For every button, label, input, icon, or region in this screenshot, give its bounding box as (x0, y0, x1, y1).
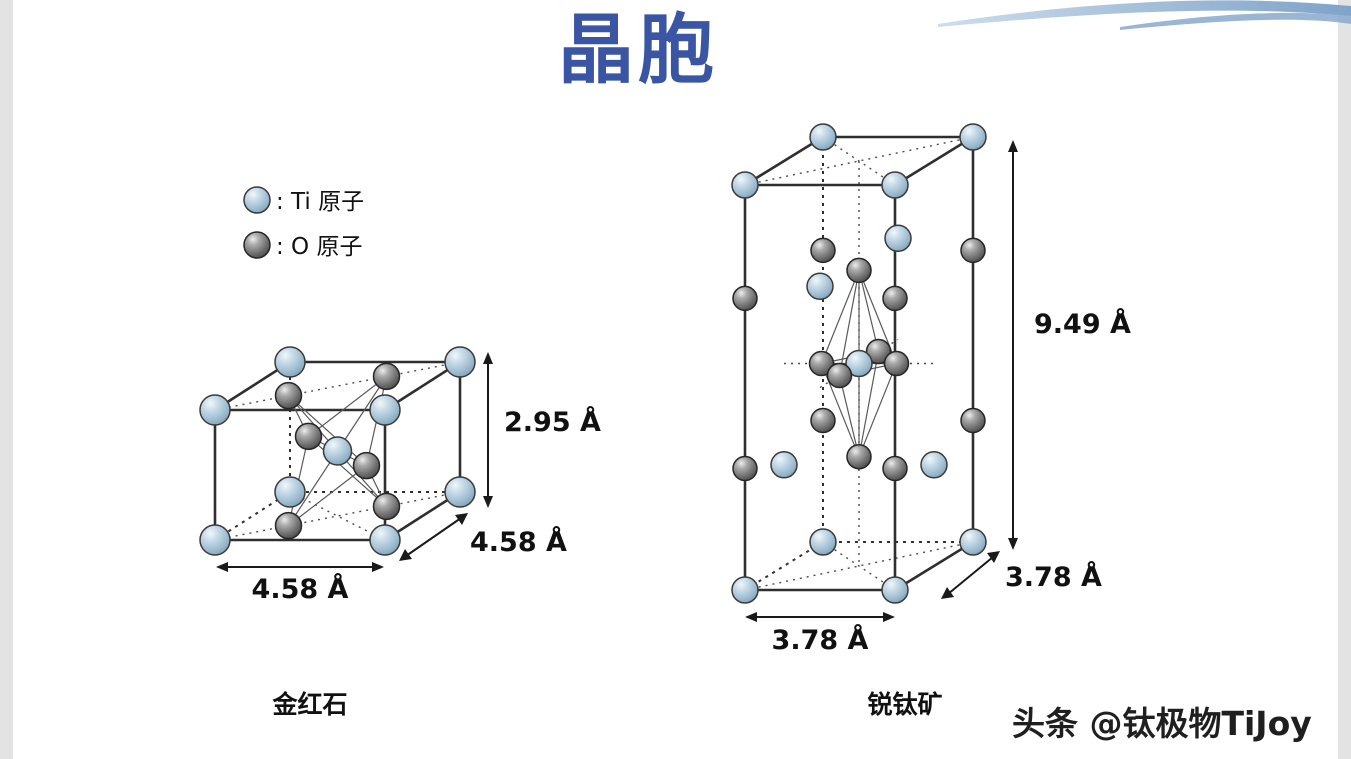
ti-atom (881, 576, 909, 604)
o-atom (808, 350, 835, 377)
ti-atom (199, 524, 231, 556)
ti-atom (731, 576, 759, 604)
watermark: 头条 @钛极物TiJoy (1012, 704, 1312, 743)
o-atom (883, 350, 910, 377)
legend-ti-atom-icon (243, 186, 271, 214)
o-atom (865, 338, 892, 365)
ti-atom (369, 524, 401, 556)
anatase-dimension-arrows (745, 140, 1018, 622)
swoosh-decoration (938, 0, 1351, 30)
ti-atom (959, 123, 987, 151)
anatase-unit-cell: 9.49 Å 3.78 Å 3.78 Å 锐钛矿 (731, 123, 1131, 719)
o-atom (732, 455, 758, 482)
ti-atom (322, 436, 353, 466)
rutile-atoms (199, 346, 476, 556)
rutile-unit-cell: 2.95 Å 4.58 Å 4.58 Å 金红石 (199, 346, 601, 719)
rutile-name-label: 金红石 (271, 690, 347, 719)
legend-o-label: : O 原子 (276, 234, 362, 260)
o-atom (826, 362, 853, 389)
ti-atom (920, 451, 948, 479)
o-atom (846, 257, 872, 284)
ti-atom (274, 346, 306, 378)
anatase-atoms (731, 123, 987, 604)
o-atom (846, 443, 872, 470)
ti-atom (884, 224, 912, 253)
anatase-depth-label: 3.78 Å (1005, 561, 1102, 593)
o-atom (274, 511, 303, 540)
ti-atom (809, 528, 837, 556)
ti-atom (845, 349, 873, 378)
legend-o-atom-icon (243, 231, 271, 259)
o-atom (372, 362, 401, 391)
o-atom (294, 422, 323, 451)
ti-atom (444, 346, 476, 378)
ti-atom (806, 272, 834, 301)
o-atom (274, 381, 303, 410)
ti-atom (444, 476, 476, 508)
ti-atom (199, 394, 231, 426)
o-atom (810, 407, 836, 434)
right-edge-strip (1338, 0, 1351, 759)
ti-atom (959, 528, 987, 556)
ti-atom (809, 123, 837, 151)
anatase-cell-edges (743, 135, 975, 592)
legend-ti-label: : Ti 原子 (276, 189, 364, 215)
o-atom (732, 285, 758, 312)
page-title: 晶胞 (558, 5, 718, 94)
o-atom (882, 455, 908, 482)
o-atom (810, 237, 836, 264)
o-atom (882, 285, 908, 312)
rutile-dimension-arrows (216, 352, 493, 572)
o-atom (352, 451, 381, 480)
anatase-width-label: 3.78 Å (772, 624, 869, 656)
ti-atom (731, 171, 759, 199)
ti-atom (274, 476, 306, 508)
o-atom (960, 237, 986, 264)
left-edge-strip (0, 0, 13, 759)
rutile-width-label: 4.58 Å (252, 573, 349, 605)
ti-atom (369, 394, 401, 426)
rutile-height-label: 2.95 Å (504, 406, 601, 438)
o-atom (960, 407, 986, 434)
ti-atom (770, 451, 798, 479)
rutile-depth-label: 4.58 Å (470, 526, 567, 558)
anatase-hidden-edges (744, 137, 973, 591)
legend: : Ti 原子 : O 原子 (243, 186, 364, 260)
o-atom (372, 492, 401, 521)
ti-atom (881, 171, 909, 199)
anatase-height-label: 9.49 Å (1034, 308, 1131, 340)
anatase-name-label: 锐钛矿 (867, 690, 942, 719)
